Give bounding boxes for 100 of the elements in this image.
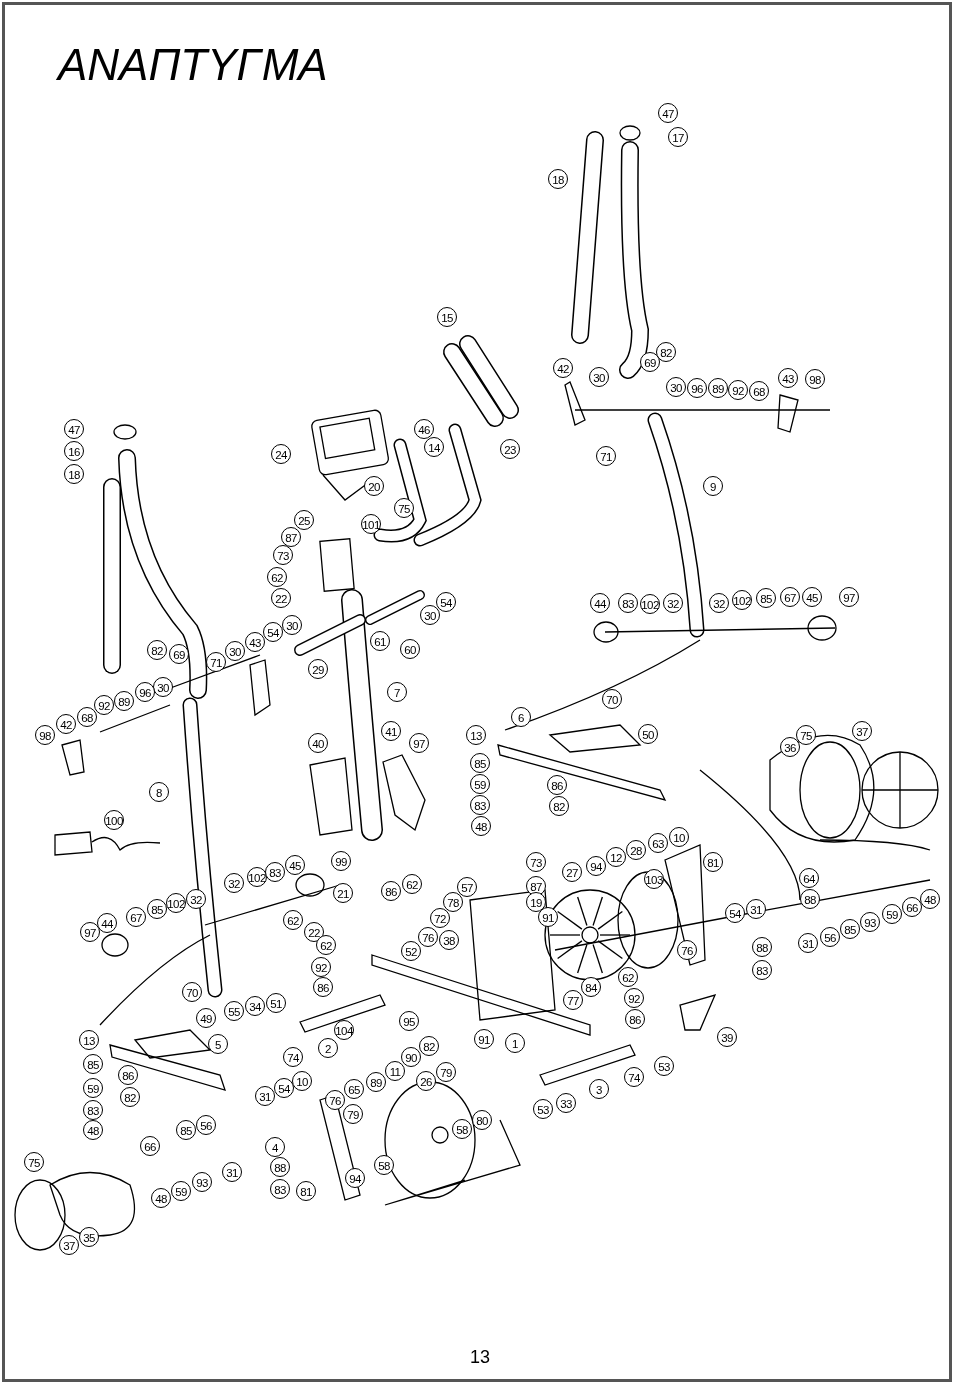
- callout-number: 17: [668, 127, 688, 147]
- callout-number: 18: [64, 464, 84, 484]
- callout-number: 76: [418, 927, 438, 947]
- callout-number: 83: [270, 1179, 290, 1199]
- callout-number: 19: [526, 892, 546, 912]
- callout-number: 104: [334, 1020, 354, 1040]
- callout-number: 95: [399, 1011, 419, 1031]
- callout-number: 82: [656, 342, 676, 362]
- callout-number: 15: [437, 307, 457, 327]
- callout-number: 93: [192, 1172, 212, 1192]
- callout-number: 87: [526, 876, 546, 896]
- callout-number: 82: [120, 1087, 140, 1107]
- callout-number: 65: [344, 1079, 364, 1099]
- callout-number: 27: [562, 862, 582, 882]
- callout-number: 56: [820, 927, 840, 947]
- callout-number: 60: [400, 639, 420, 659]
- callout-number: 30: [282, 615, 302, 635]
- callout-number: 54: [725, 903, 745, 923]
- callout-number: 102: [166, 893, 186, 913]
- callout-number: 83: [752, 960, 772, 980]
- callout-number: 47: [658, 103, 678, 123]
- callout-number: 73: [526, 852, 546, 872]
- callout-number: 97: [80, 922, 100, 942]
- callout-number: 76: [325, 1090, 345, 1110]
- callout-number: 37: [59, 1235, 79, 1255]
- callout-number: 45: [802, 587, 822, 607]
- callout-number: 30: [589, 367, 609, 387]
- callout-number: 48: [471, 816, 491, 836]
- callout-number: 99: [331, 851, 351, 871]
- callout-number: 49: [196, 1008, 216, 1028]
- callout-number: 88: [800, 889, 820, 909]
- callout-number: 85: [83, 1054, 103, 1074]
- callout-number: 20: [364, 476, 384, 496]
- callout-number: 86: [381, 881, 401, 901]
- callout-number: 21: [333, 883, 353, 903]
- callout-number: 14: [424, 437, 444, 457]
- callout-number: 86: [625, 1009, 645, 1029]
- callout-number: 47: [64, 419, 84, 439]
- callout-number: 85: [840, 919, 860, 939]
- callout-number: 2: [318, 1038, 338, 1058]
- callout-number: 81: [703, 852, 723, 872]
- callout-number: 97: [839, 587, 859, 607]
- callout-number: 46: [414, 419, 434, 439]
- callout-number: 1: [505, 1033, 525, 1053]
- callout-number: 91: [474, 1029, 494, 1049]
- callout-number: 31: [798, 933, 818, 953]
- callout-number: 86: [118, 1065, 138, 1085]
- callout-number: 12: [606, 847, 626, 867]
- callout-number: 26: [416, 1071, 436, 1091]
- callout-number: 71: [596, 446, 616, 466]
- callout-number: 62: [316, 935, 336, 955]
- callout-number: 69: [640, 352, 660, 372]
- callout-number: 58: [374, 1155, 394, 1175]
- page-number: 13: [470, 1346, 490, 1368]
- callout-number: 62: [283, 910, 303, 930]
- callout-number: 101: [361, 514, 381, 534]
- callout-number: 63: [648, 833, 668, 853]
- callout-number: 80: [472, 1110, 492, 1130]
- callout-number: 96: [135, 682, 155, 702]
- callout-number: 68: [749, 381, 769, 401]
- callout-number: 75: [24, 1152, 44, 1172]
- callout-number: 61: [370, 631, 390, 651]
- callout-number: 31: [222, 1162, 242, 1182]
- callout-number: 85: [147, 899, 167, 919]
- callout-number: 67: [126, 907, 146, 927]
- callout-number: 7: [387, 682, 407, 702]
- callout-number: 8: [149, 782, 169, 802]
- page-title: ΑΝΑΠΤΥΓΜΑ: [58, 40, 328, 90]
- callout-number: 85: [176, 1120, 196, 1140]
- callout-number: 62: [267, 567, 287, 587]
- callout-number: 83: [265, 862, 285, 882]
- callout-number: 35: [79, 1227, 99, 1247]
- callout-number: 37: [852, 721, 872, 741]
- callout-number: 11: [385, 1061, 405, 1081]
- callout-number: 55: [224, 1001, 244, 1021]
- callout-number: 66: [140, 1136, 160, 1156]
- callout-number: 57: [457, 877, 477, 897]
- callout-number: 10: [292, 1071, 312, 1091]
- callout-number: 97: [409, 733, 429, 753]
- callout-number: 62: [402, 874, 422, 894]
- callout-number: 38: [439, 930, 459, 950]
- callout-number: 67: [780, 587, 800, 607]
- callout-number: 81: [296, 1181, 316, 1201]
- callout-number: 102: [640, 594, 660, 614]
- callout-number: 32: [224, 873, 244, 893]
- callout-number: 59: [83, 1078, 103, 1098]
- callout-number: 76: [677, 940, 697, 960]
- callout-number: 32: [186, 889, 206, 909]
- callout-number: 98: [35, 725, 55, 745]
- callout-number: 92: [311, 957, 331, 977]
- callout-number: 82: [419, 1036, 439, 1056]
- callout-number: 34: [245, 996, 265, 1016]
- callout-number: 56: [196, 1115, 216, 1135]
- callout-number: 54: [436, 592, 456, 612]
- callout-number: 51: [266, 993, 286, 1013]
- callout-number: 53: [654, 1056, 674, 1076]
- callout-number: 42: [56, 714, 76, 734]
- callout-number: 18: [548, 169, 568, 189]
- callout-number: 70: [602, 689, 622, 709]
- callout-number: 86: [547, 775, 567, 795]
